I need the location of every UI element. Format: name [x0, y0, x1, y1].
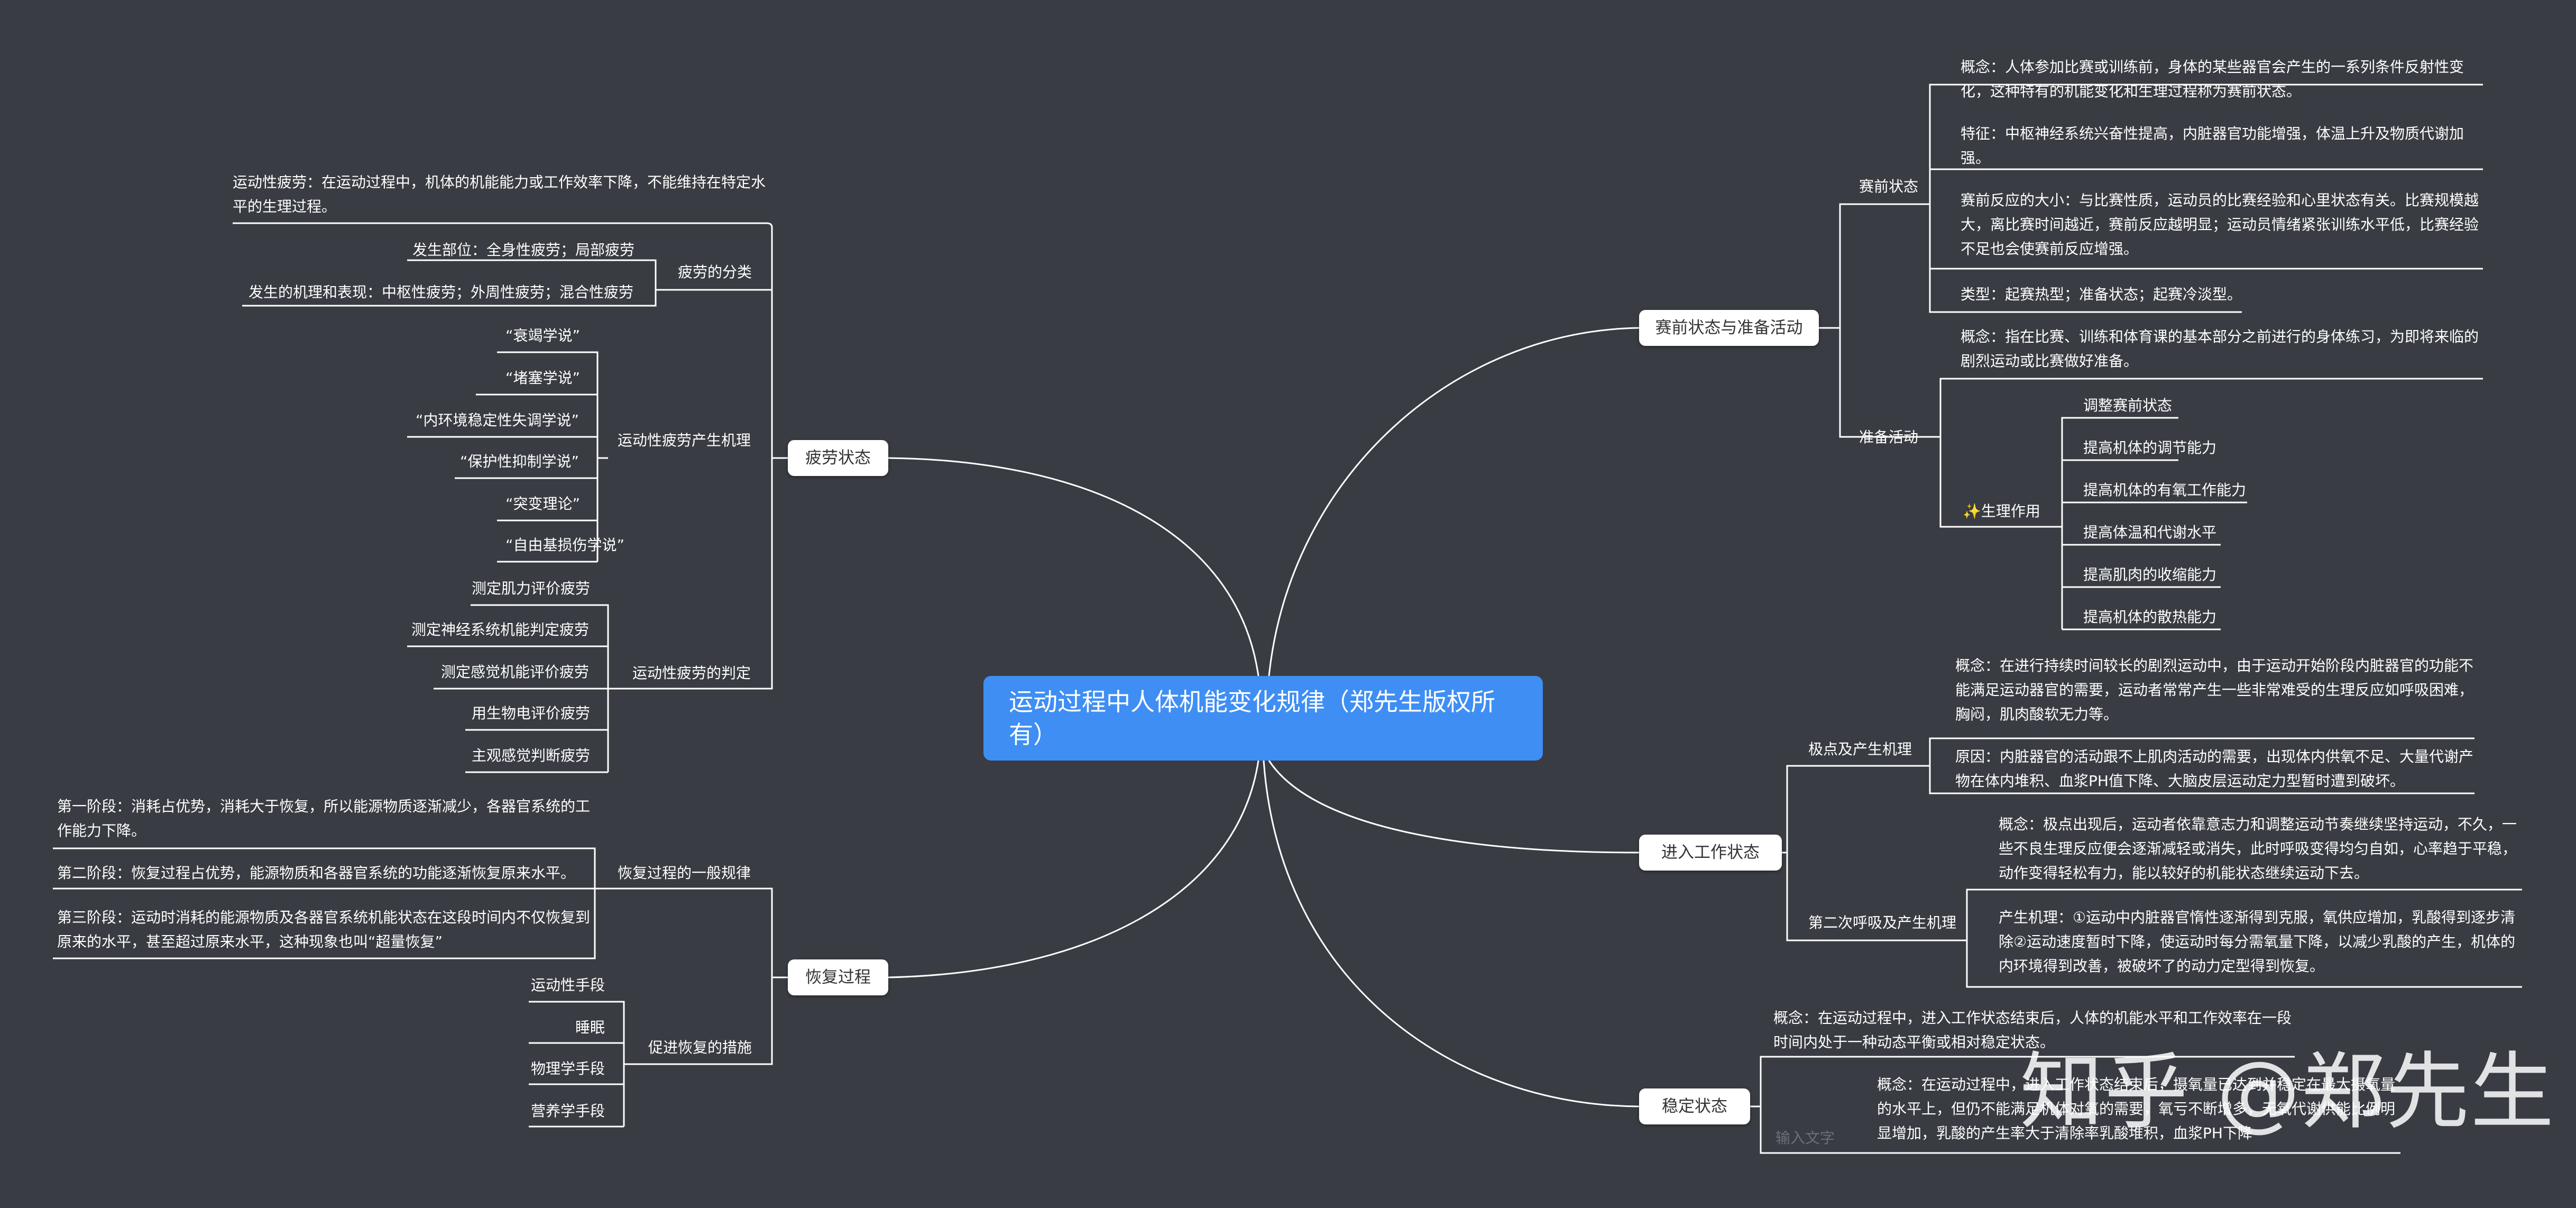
- measure-item[interactable]: 睡眠: [575, 1019, 605, 1036]
- branch-recovery[interactable]: 恢复过程: [788, 959, 888, 995]
- prestart-state-item[interactable]: 概念：人体参加比赛或训练前，身体的某些器官会产生的一系列条件反射性变化，这种特有…: [1961, 58, 2464, 100]
- watermark: 知乎 @郑先生: [2020, 1044, 2555, 1141]
- warmup-effect-item[interactable]: 提高肌肉的收缩能力: [2083, 566, 2217, 583]
- measure-item[interactable]: 营养学手段: [531, 1102, 605, 1120]
- branch-stable[interactable]: 稳定状态: [1639, 1088, 1750, 1124]
- prestart-state-label[interactable]: 赛前状态: [1859, 178, 1919, 195]
- recovery-rules-label[interactable]: 恢复过程的一般规律: [618, 864, 751, 882]
- prestart-state-item[interactable]: 类型：起赛热型；准备状态；起赛冷淡型。: [1961, 286, 2242, 303]
- connector-root-entering: [1268, 760, 1640, 854]
- judgement-item[interactable]: 主观感觉判断疲劳: [472, 747, 591, 764]
- warmup-effect-item[interactable]: 提高机体的散热能力: [2083, 608, 2217, 626]
- second-wind-item[interactable]: 概念：极点出现后，运动者依靠意志力和调整运动节奏继续坚持运动，不久，一些不良生理…: [1999, 816, 2517, 882]
- connector-root-prestart: [1268, 327, 1640, 676]
- judgement-item[interactable]: 测定感觉机能评价疲劳: [441, 663, 590, 681]
- recovery-measures-label[interactable]: 促进恢复的措施: [648, 1039, 752, 1056]
- root-topic[interactable]: 运动过程中人体机能变化规律（郑先生版权所有）: [983, 676, 1543, 761]
- measure-item[interactable]: 运动性手段: [531, 976, 605, 994]
- warmup-physio-label: 生理作用: [1981, 502, 2040, 520]
- mechanism-item[interactable]: “自由基损伤学说”: [505, 536, 625, 554]
- judgement-item[interactable]: 测定肌力评价疲劳: [472, 580, 591, 597]
- connector-root-stable: [1263, 760, 1640, 1108]
- measure-item[interactable]: 物理学手段: [531, 1060, 605, 1077]
- stable-concept[interactable]: 概念：在运动过程中，进入工作状态结束后，人体的机能水平和工作效率在一段时间内处于…: [1773, 1009, 2292, 1051]
- branch-entering[interactable]: 进入工作状态: [1639, 835, 1782, 871]
- recovery-rule-item[interactable]: 第三阶段：运动时消耗的能源物质及各器官系统机能状态在这段时间内不仅恢复到原来的水…: [57, 909, 591, 950]
- second-wind-label[interactable]: 第二次呼吸及产生机理: [1808, 914, 1957, 931]
- warmup-effect-item[interactable]: 提高体温和代谢水平: [2083, 524, 2217, 541]
- classification-item[interactable]: 发生部位：全身性疲劳；局部疲劳: [412, 241, 635, 259]
- recovery-rule-item[interactable]: 第二阶段：恢复过程占优势，能源物质和各器官系统的功能逐渐恢复原来水平。: [57, 864, 576, 882]
- sparkle-icon: ✨: [1963, 502, 1981, 520]
- connector-root-fatigue: [888, 457, 1259, 676]
- pole-item[interactable]: 原因：内脏器官的活动跟不上肌肉活动的需要，出现体内供氧不足、大量代谢产物在体内堆…: [1955, 748, 2474, 790]
- warmup-effect-item[interactable]: 调整赛前状态: [2083, 397, 2173, 414]
- mechanism-item[interactable]: “保护性抑制学说”: [460, 453, 579, 470]
- connector-root-recovery: [888, 760, 1259, 978]
- warmup-physio[interactable]: ✨生理作用: [1963, 499, 2040, 524]
- classification-item[interactable]: 发生的机理和表现：中枢性疲劳；外周性疲劳；混合性疲劳: [249, 283, 634, 301]
- fatigue-judgement-label[interactable]: 运动性疲劳的判定: [632, 664, 751, 682]
- warmup-effect-item[interactable]: 提高机体的调节能力: [2083, 439, 2217, 456]
- stable-concept[interactable]: 概念：在运动过程中，进入工作状态结束后，摄氧量已达到并稳定在最大摄氧量的水平上，…: [1877, 1076, 2396, 1142]
- warmup-concept[interactable]: 概念：指在比赛、训练和体育课的基本部分之前进行的身体练习，为即将来临的剧烈运动或…: [1961, 328, 2479, 370]
- fatigue-classification-label[interactable]: 疲劳的分类: [678, 263, 752, 281]
- fatigue-mechanism-label[interactable]: 运动性疲劳产生机理: [618, 432, 751, 449]
- prestart-state-item[interactable]: 特征：中枢神经系统兴奋性提高，内脏器官功能增强，体温上升及物质代谢加强。: [1961, 125, 2464, 167]
- mechanism-item[interactable]: “堵塞学说”: [505, 369, 581, 387]
- fatigue-definition[interactable]: 运动性疲劳：在运动过程中，机体的机能能力或工作效率下降，不能维持在特定水平的生理…: [233, 173, 766, 215]
- mechanism-item[interactable]: “内环境稳定性失调学说”: [416, 411, 579, 429]
- warmup-label[interactable]: 准备活动: [1859, 428, 1919, 446]
- text-input-placeholder[interactable]: 输入文字: [1775, 1129, 1835, 1147]
- mechanism-item[interactable]: “衰竭学说”: [505, 327, 581, 344]
- warmup-effect-item[interactable]: 提高机体的有氧工作能力: [2083, 481, 2247, 499]
- recovery-rule-item[interactable]: 第一阶段：消耗占优势，消耗大于恢复，所以能源物质逐渐减少，各器官系统的工作能力下…: [57, 798, 591, 839]
- second-wind-item[interactable]: 产生机理：①运动中内脏器官惰性逐渐得到克服，氧供应增加，乳酸得到逐步清除②运动速…: [1999, 909, 2516, 975]
- mechanism-item[interactable]: “突变理论”: [505, 495, 581, 513]
- branch-fatigue[interactable]: 疲劳状态: [788, 440, 888, 476]
- pole-label[interactable]: 极点及产生机理: [1808, 740, 1912, 758]
- judgement-item[interactable]: 测定神经系统机能判定疲劳: [411, 621, 590, 638]
- pole-item[interactable]: 概念：在进行持续时间较长的剧烈运动中，由于运动开始阶段内脏器官的功能不能满足运动…: [1955, 657, 2474, 723]
- branch-prestart[interactable]: 赛前状态与准备活动: [1639, 310, 1819, 346]
- judgement-item[interactable]: 用生物电评价疲劳: [472, 704, 591, 722]
- prestart-state-item[interactable]: 赛前反应的大小：与比赛性质，运动员的比赛经验和心里状态有关。比赛规模越大，离比赛…: [1961, 191, 2479, 258]
